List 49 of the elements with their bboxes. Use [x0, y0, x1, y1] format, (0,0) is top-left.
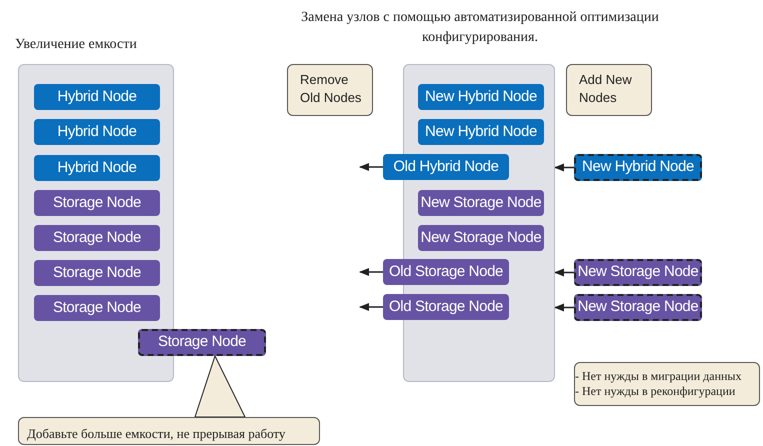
- node-text: New Hybrid Node: [425, 122, 537, 142]
- arrow: [554, 164, 574, 172]
- hybrid-node: [34, 155, 160, 181]
- node-text: New Hybrid Node: [425, 86, 537, 107]
- node-text: - Нет нужды в миграции данных: [575, 369, 742, 384]
- node-text: New Storage Node: [420, 228, 542, 248]
- node-text: Old Hybrid Node: [393, 156, 499, 177]
- node-text: Add New Nodes: [578, 71, 633, 107]
- hybrid-node: [418, 84, 544, 110]
- node-text: New Storage Node: [420, 192, 542, 213]
- node-text: - Нет нужды в реконфигурации: [575, 384, 736, 399]
- node-text: Storage Node: [52, 298, 142, 318]
- hybrid-node: [34, 84, 160, 110]
- node-text: Old Storage Node: [388, 262, 504, 282]
- arrow: [359, 303, 383, 311]
- storage-node: [383, 259, 509, 285]
- node-text: Storage Node: [52, 192, 142, 213]
- node-text: New Storage Node: [578, 262, 698, 282]
- storage-node: [34, 295, 160, 321]
- hybrid-node: [383, 154, 509, 180]
- hybrid-node: [418, 119, 544, 145]
- node-text: New Hybrid Node: [582, 157, 694, 178]
- node-text: Hybrid Node: [57, 86, 137, 107]
- node-text: Old Storage Node: [388, 296, 504, 317]
- storage-node: [383, 294, 509, 320]
- node-text: Hybrid Node: [57, 122, 137, 142]
- storage-node: [34, 225, 160, 251]
- node-text: Hybrid Node: [57, 158, 137, 178]
- note-box: [574, 362, 760, 406]
- node-text: New Storage Node: [578, 297, 698, 318]
- storage-node: [138, 329, 266, 356]
- node-text: Storage Node: [52, 262, 142, 283]
- node-text: Добавьте больше емкости, не прерывая работу: [26, 425, 286, 443]
- callout-pointer: [194, 354, 246, 418]
- node-text: Storage Node: [52, 228, 142, 248]
- note-box: [566, 64, 652, 116]
- note-box: [287, 64, 373, 116]
- arrow: [554, 304, 574, 312]
- storage-node: [34, 260, 160, 286]
- storage-node: [34, 190, 160, 216]
- arrow: [359, 268, 383, 276]
- hybrid-node: [34, 119, 160, 145]
- node-text: Storage Node: [158, 332, 246, 352]
- arrow: [554, 268, 574, 276]
- section-heading: Увеличение емкости: [15, 36, 137, 54]
- hybrid-node: [574, 154, 702, 181]
- node-text: Remove Old Nodes: [299, 71, 362, 107]
- section-heading: Замена узлов с помощью автоматизированной оптимизации конфигурирования.: [300, 9, 660, 47]
- arrow: [359, 163, 383, 171]
